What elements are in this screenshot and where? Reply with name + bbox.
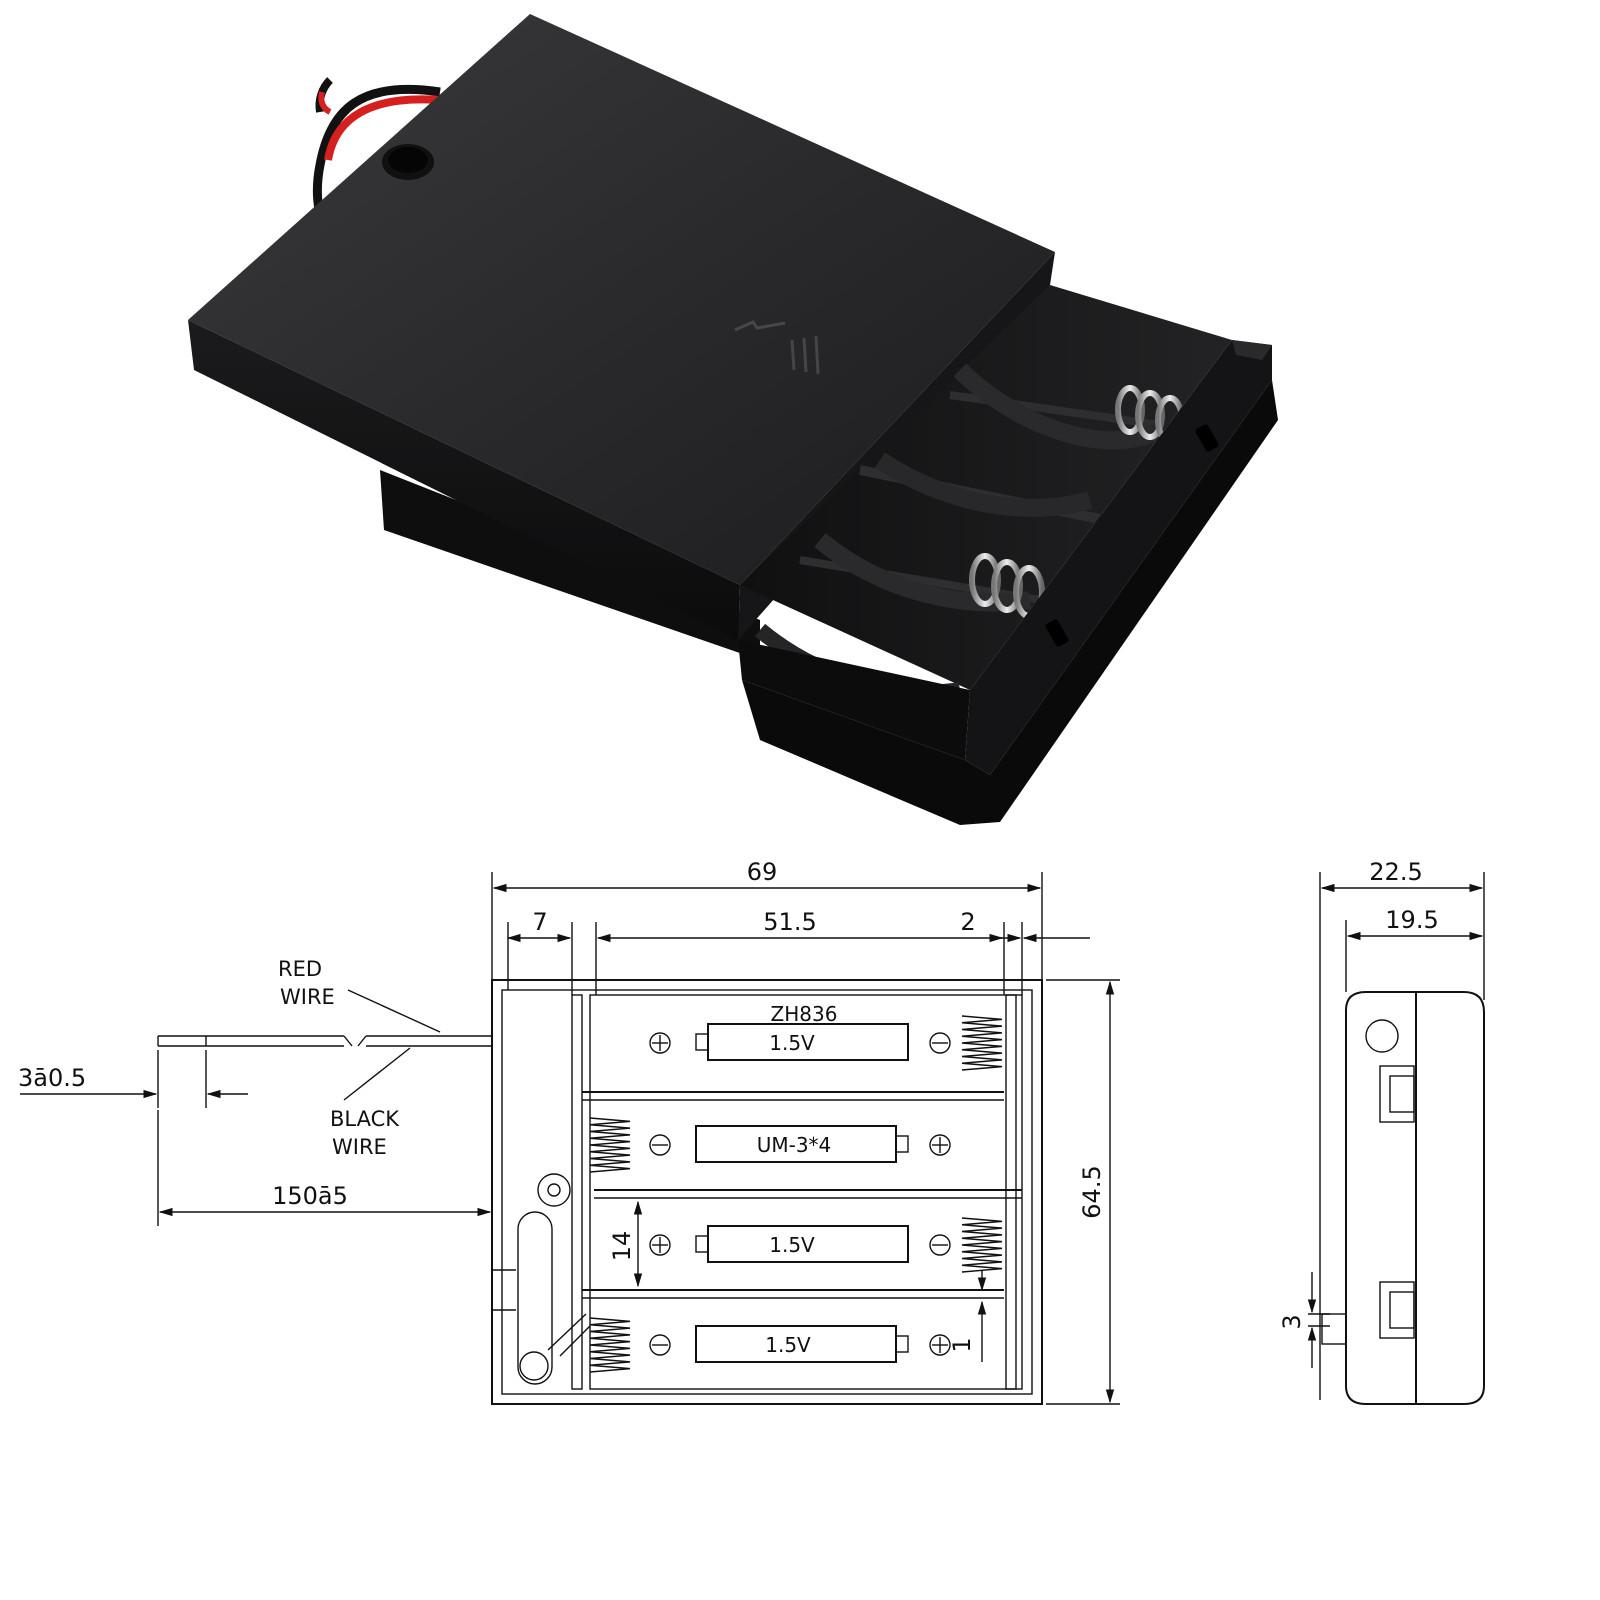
spring-cell-1 [961, 1015, 1003, 1071]
side-hole-icon [1365, 1019, 1399, 1053]
spring-contacts [589, 1015, 1003, 1373]
dim-right-margin: 2 [960, 908, 975, 936]
spring-cell-4 [589, 1317, 631, 1373]
cell-1-body [707, 1023, 909, 1061]
dim-offset: 1 [948, 1337, 976, 1352]
switch-slot-icon [517, 1211, 553, 1385]
dim-inner-depth: 19.5 [1385, 906, 1438, 934]
red-wire-label-2: WIRE [280, 985, 335, 1009]
dim-lead-length: 150ā5 [272, 1182, 348, 1210]
tray-end-wall [965, 340, 1272, 775]
battery-holder-photo [188, 14, 1278, 825]
cell-2-plus-icon [929, 1134, 951, 1156]
cell-4-body [695, 1325, 897, 1363]
cell-3-body [707, 1225, 909, 1263]
wire-exit [1321, 1313, 1347, 1345]
dim-overall-depth: 22.5 [1369, 858, 1422, 886]
dim-cell-pitch: 14 [608, 1231, 636, 1262]
model-label: ZH836 [771, 1002, 838, 1026]
dim-strip-length: 3ā0.5 [18, 1064, 86, 1092]
dim-overall-width: 69 [747, 858, 778, 886]
technical-drawing: 69 7 51.5 2 64.5 [18, 858, 1485, 1405]
red-wire [324, 95, 441, 161]
cell-4-minus-icon [649, 1334, 671, 1356]
cell-2-label: UM-3*4 [757, 1133, 832, 1157]
black-wire-label-2: WIRE [332, 1135, 387, 1159]
cell-3-minus-icon [929, 1234, 951, 1256]
spring-cell-2 [589, 1117, 631, 1173]
dim-wire-offset: 3 [1278, 1314, 1306, 1329]
cell-2-minus-icon [649, 1134, 671, 1156]
dim-height: 64.5 [1078, 1165, 1106, 1218]
black-wire [312, 84, 441, 222]
dim-left-margin: 7 [532, 908, 547, 936]
cell-4-label: 1.5V [765, 1333, 811, 1357]
spring-cell-3 [961, 1217, 1003, 1273]
cell-3-label: 1.5V [769, 1233, 815, 1257]
latch-lower [1379, 1281, 1415, 1339]
cell-1-label: 1.5V [769, 1031, 815, 1055]
cell-3-plus-icon [649, 1234, 671, 1256]
black-wire-label: BLACK [330, 1107, 400, 1131]
side-view-outline [1345, 991, 1485, 1405]
red-wire-label: RED [278, 957, 322, 981]
cell-1-minus-icon [929, 1032, 951, 1054]
dim-inner-length: 51.5 [763, 908, 816, 936]
cell-4-plus-icon [929, 1334, 951, 1356]
open-tray [740, 285, 1232, 690]
holder-outline [491, 979, 1043, 1405]
cell-1-plus-icon [649, 1032, 671, 1054]
contact-pad-icon [537, 1173, 571, 1207]
latch-upper [1379, 1065, 1415, 1123]
lid-front [188, 320, 740, 640]
